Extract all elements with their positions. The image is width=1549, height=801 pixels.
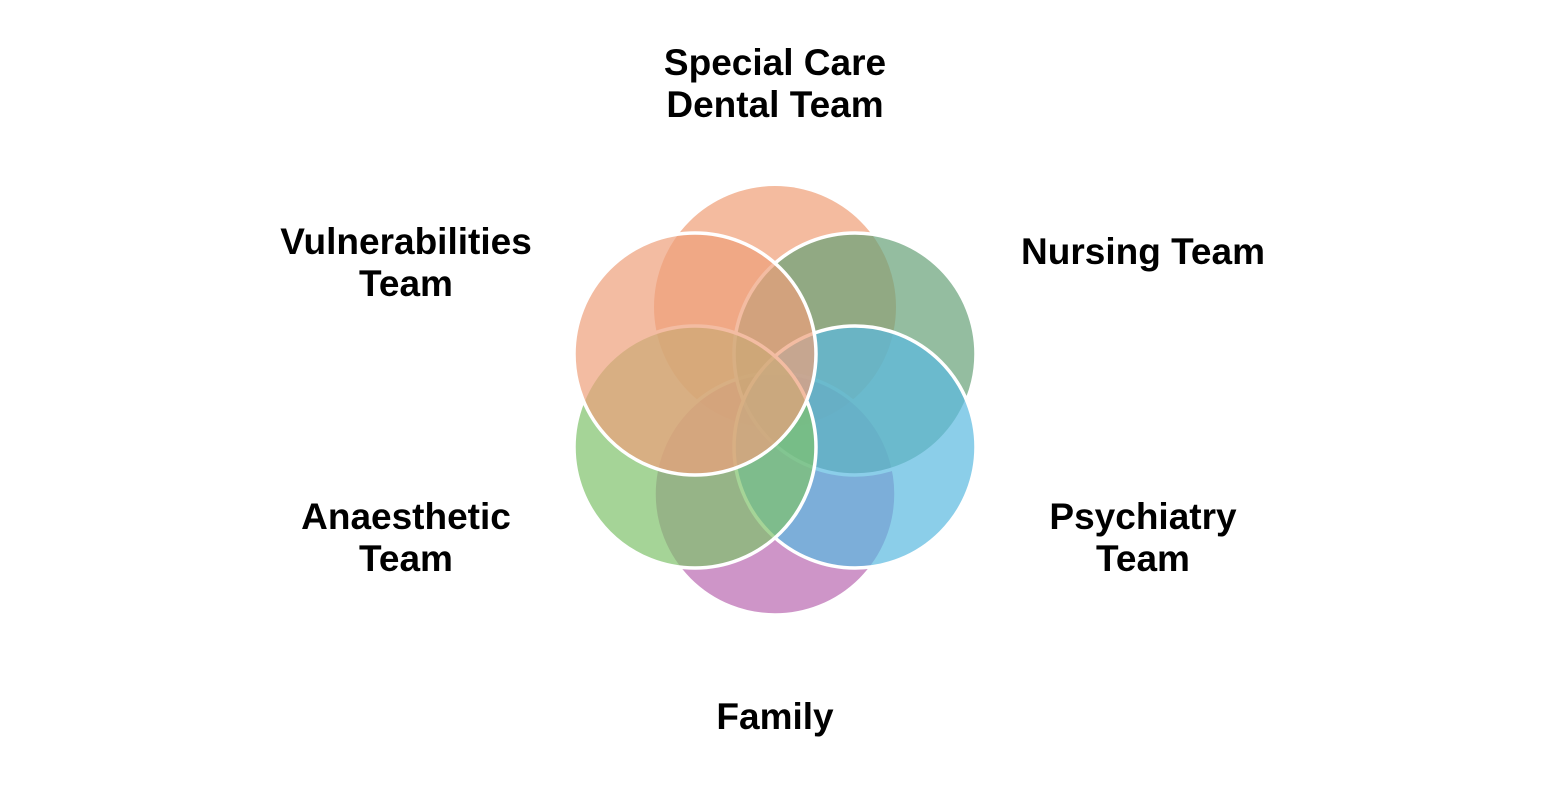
circle-vulnerabilities bbox=[572, 231, 818, 477]
label-special-care-dental-team: Special Care Dental Team bbox=[663, 42, 887, 125]
label-family: Family bbox=[716, 696, 834, 737]
label-vulnerabilities-team: Vulnerabilities Team bbox=[280, 221, 532, 304]
label-nursing-team: Nursing Team bbox=[1021, 231, 1265, 272]
label-anaesthetic-team: Anaesthetic Team bbox=[301, 496, 511, 579]
label-psychiatry-team: Psychiatry Team bbox=[1049, 496, 1237, 579]
